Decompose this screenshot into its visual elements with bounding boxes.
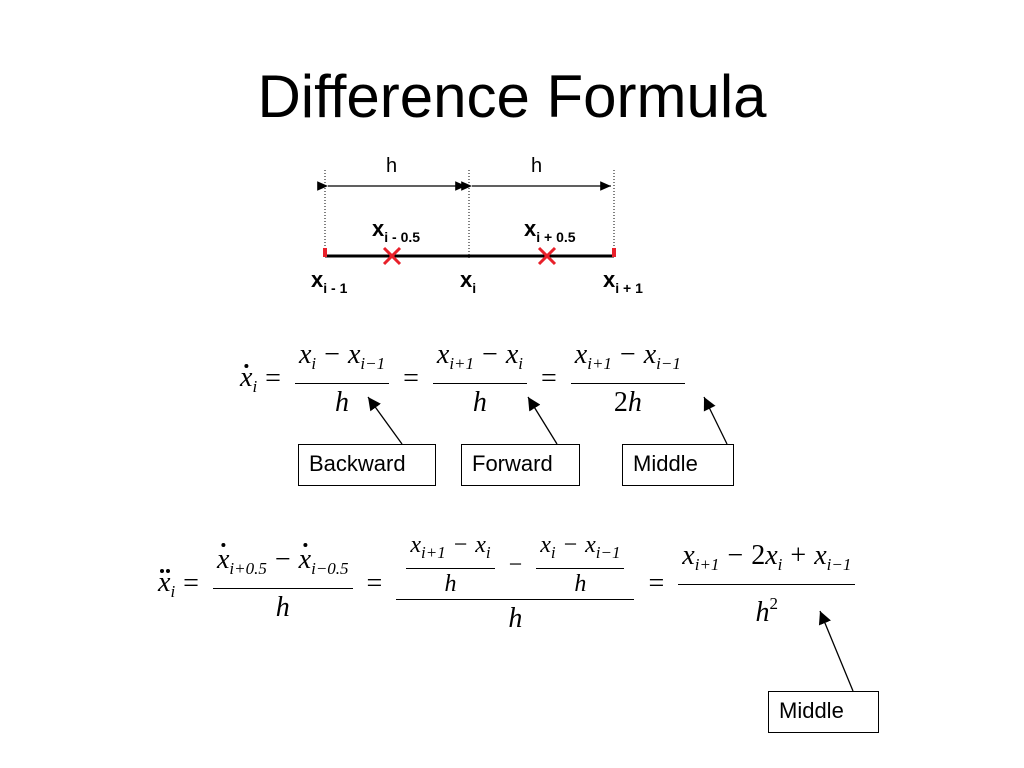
cross-left [382,246,402,266]
half-step-fraction: xi+0.5−xi−0.5 h [212,541,353,627]
eq2-lhs: xi [158,566,176,601]
forward-fraction: xi+1−xi h [432,336,527,422]
x-prev-label: xi - 1 [311,267,348,297]
x-next-label: xi + 1 [603,267,643,297]
x-cur-label: xi [460,267,477,297]
nested-backward-fraction: xi−xi−1 h [536,530,625,599]
forward-label-box: Forward [461,444,580,486]
second-derivative-equation: xi = xi+0.5−xi−0.5 h = xi+1−xi h − xi−xi… [158,530,861,638]
middle-label-box: Middle [622,444,734,486]
first-derivative-equation: xi = xi−xi−1 h = xi+1−xi h = xi+1−xi−1 2… [240,336,691,422]
eq1-lhs: xi [240,361,258,396]
h-label-right: h [531,155,543,177]
x-right-half-label: xi + 0.5 [524,216,576,246]
slide-title: Difference Formula [257,63,767,130]
x-left-half-label: xi - 0.5 [372,216,421,246]
middle-fraction: xi+1−xi−1 2h [570,336,685,422]
nested-fraction: xi+1−xi h − xi−xi−1 h h [396,530,635,638]
central-second-fraction: xi+1−2xi+xi−1 h2 [678,537,856,632]
middle-label-box-2: Middle [768,691,879,733]
nested-forward-fraction: xi+1−xi h [406,530,495,599]
backward-label-box: Backward [298,444,436,486]
backward-fraction: xi−xi−1 h [294,336,390,422]
h-label-left: h [386,155,398,177]
cross-right [537,246,557,266]
